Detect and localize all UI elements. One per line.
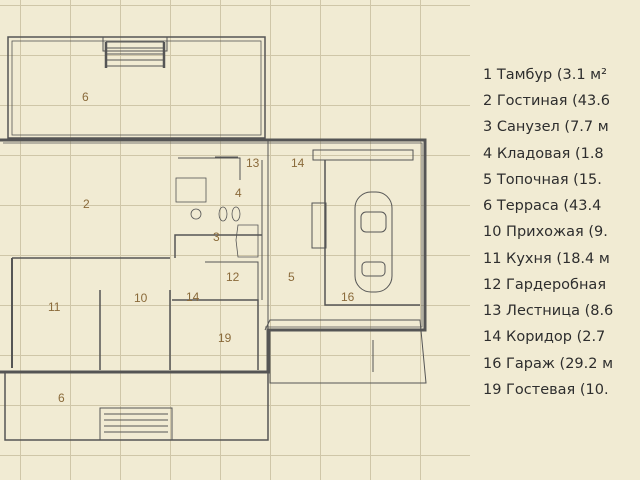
legend-item: 16 Гараж (29.2 м xyxy=(483,356,614,372)
room-label-16: 16 xyxy=(341,290,355,304)
sink-icon xyxy=(190,208,202,220)
floor-plan: 6 2 3 4 13 14 5 16 12 14 10 11 19 6 xyxy=(0,36,427,441)
room-label-11: 11 xyxy=(48,300,61,314)
stairs-inner xyxy=(175,177,207,203)
legend-item: 19 Гостевая (10. xyxy=(483,382,609,398)
room-label-14: 14 xyxy=(291,156,305,170)
legend-item: 4 Кладовая (1.8 xyxy=(483,146,604,162)
terrace-north xyxy=(7,36,266,139)
toilet-icon xyxy=(218,206,228,222)
room-label-19: 19 xyxy=(218,331,232,345)
room-label-2: 2 xyxy=(83,197,90,211)
room-label-6: 6 xyxy=(82,90,89,104)
room-label-10: 10 xyxy=(134,291,148,305)
room-label-13: 13 xyxy=(246,156,260,170)
room-label-6b: 6 xyxy=(58,391,65,405)
room-label-4: 4 xyxy=(235,186,242,200)
legend-item: 2 Гостиная (43.6 xyxy=(483,93,611,109)
legend-item: 13 Лестница (8.6 xyxy=(483,303,614,319)
room-label-12: 12 xyxy=(226,270,240,284)
garage-shelves xyxy=(312,149,414,161)
legend-item: 5 Топочная (15. xyxy=(483,172,602,188)
stairs-south xyxy=(99,407,173,441)
boiler xyxy=(311,202,327,249)
legend-item: 14 Коридор (2.7 xyxy=(483,329,606,345)
room-label-3: 3 xyxy=(213,230,220,244)
room-label-14b: 14 xyxy=(186,290,200,304)
room-label-5: 5 xyxy=(288,270,295,284)
legend-item: 3 Санузел (7.7 м xyxy=(483,119,609,135)
stairs-north xyxy=(102,36,168,68)
legend-item: 10 Прихожая (9. xyxy=(483,224,608,240)
legend-item: 11 Кухня (18.4 м xyxy=(483,251,610,267)
room-legend: 1 Тамбур (3.1 м² 2 Гостиная (43.6 3 Сану… xyxy=(470,0,640,480)
legend-item: 6 Терраса (43.4 xyxy=(483,198,602,214)
terrace-south xyxy=(4,371,269,441)
legend-item: 12 Гардеробная xyxy=(483,277,607,293)
legend-item: 1 Тамбур (3.1 м² xyxy=(483,67,607,83)
shower-icon xyxy=(235,224,259,258)
car-icon xyxy=(354,191,393,293)
bidet-icon xyxy=(231,206,241,222)
house-outer-wall xyxy=(0,138,427,374)
